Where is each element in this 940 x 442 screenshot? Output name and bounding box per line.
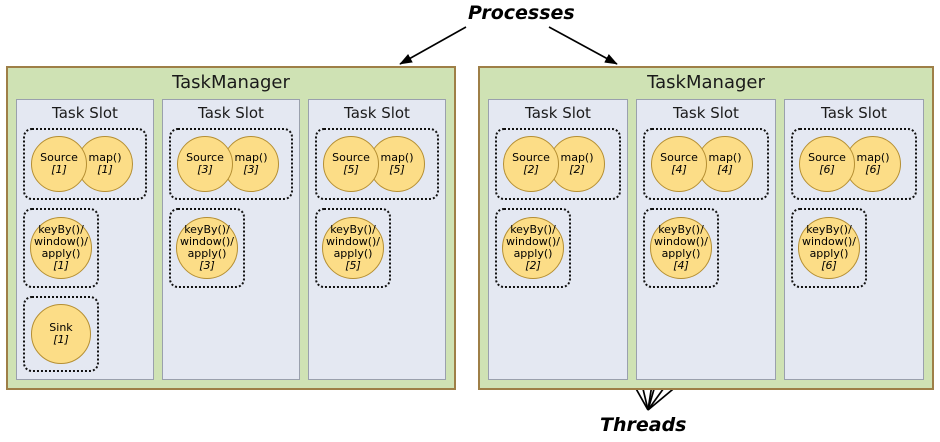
node-map[interactable]: map() [5]: [369, 136, 425, 192]
task-slot-4[interactable]: Task Slot Source [2] map() [2] keyBy()/ …: [488, 99, 628, 380]
taskmanager-title: TaskManager: [647, 72, 765, 93]
taskmanager-title: TaskManager: [172, 72, 290, 93]
taskmanager-left[interactable]: TaskManager Task Slot Source [1] map() […: [6, 66, 456, 390]
node-label-line2: window()/: [801, 234, 857, 248]
task-slot-6[interactable]: Task Slot Source [6] map() [6] keyBy()/ …: [784, 99, 924, 380]
node-subtask-index: [3]: [243, 163, 259, 176]
node-subtask-index: [6]: [819, 163, 835, 176]
node-label: map(): [708, 150, 742, 164]
node-label-line1: keyBy()/: [658, 222, 704, 236]
task-slot-title: Task Slot: [821, 104, 887, 122]
task-slot-title: Task Slot: [198, 104, 264, 122]
task-slot-2[interactable]: Task Slot Source [3] map() [3] keyBy()/ …: [162, 99, 300, 380]
node-label: Source: [40, 150, 78, 164]
task-box-source-map[interactable]: Source [1] map() [1]: [23, 128, 147, 200]
node-label: Source: [332, 150, 370, 164]
node-subtask-index: [3]: [199, 259, 215, 273]
node-sink[interactable]: Sink [1]: [31, 304, 91, 364]
task-slot-title: Task Slot: [673, 104, 739, 122]
taskmanager-right[interactable]: TaskManager Task Slot Source [2] map() […: [478, 66, 934, 390]
node-source[interactable]: Source [1]: [31, 136, 87, 192]
node-label-line3: apply(): [41, 247, 81, 260]
task-slot-title: Task Slot: [52, 104, 118, 122]
node-subtask-index: [4]: [671, 163, 687, 176]
node-subtask-index: [5]: [343, 163, 359, 176]
node-label: Source: [186, 150, 224, 164]
node-label-line3: apply(): [809, 247, 849, 260]
task-box-source-map[interactable]: Source [2] map() [2]: [495, 128, 621, 200]
node-subtask-index: [4]: [673, 259, 689, 273]
task-box-keyby-window-apply[interactable]: keyBy()/ window()/ apply() [3]: [169, 208, 245, 288]
node-label-line2: window()/: [33, 234, 89, 248]
task-box-keyby-window-apply[interactable]: keyBy()/ window()/ apply() [5]: [315, 208, 391, 288]
node-subtask-index: [3]: [197, 163, 213, 176]
node-subtask-index: [1]: [53, 333, 69, 346]
node-subtask-index: [2]: [523, 163, 539, 176]
node-keyby-window-apply[interactable]: keyBy()/ window()/ apply() [5]: [322, 217, 384, 279]
node-label-line3: apply(): [333, 247, 373, 260]
node-keyby-window-apply[interactable]: keyBy()/ window()/ apply() [3]: [176, 217, 238, 279]
node-source[interactable]: Source [4]: [651, 136, 707, 192]
task-box-source-map[interactable]: Source [4] map() [4]: [643, 128, 769, 200]
node-label: Source: [808, 150, 846, 164]
task-box-source-map[interactable]: Source [6] map() [6]: [791, 128, 917, 200]
node-keyby-window-apply[interactable]: keyBy()/ window()/ apply() [6]: [798, 217, 860, 279]
task-slot-title: Task Slot: [525, 104, 591, 122]
node-label-line1: keyBy()/: [38, 222, 84, 236]
task-slot-5[interactable]: Task Slot Source [4] map() [4] keyBy()/ …: [636, 99, 776, 380]
node-source[interactable]: Source [6]: [799, 136, 855, 192]
node-label-line3: apply(): [513, 247, 553, 260]
task-slot-row: Task Slot Source [1] map() [1] keyBy()/ …: [16, 99, 446, 380]
node-label-line2: window()/: [179, 234, 235, 248]
task-box-sink[interactable]: Sink [1]: [23, 296, 99, 372]
node-label-line2: window()/: [653, 234, 709, 248]
node-label-line1: keyBy()/: [510, 222, 556, 236]
node-source[interactable]: Source [5]: [323, 136, 379, 192]
node-subtask-index: [1]: [53, 259, 69, 273]
node-label-line3: apply(): [661, 247, 701, 260]
node-label: map(): [856, 150, 890, 164]
node-label-line1: keyBy()/: [806, 222, 852, 236]
node-subtask-index: [6]: [865, 163, 881, 176]
processes-annotation-label: Processes: [468, 2, 575, 24]
node-subtask-index: [1]: [51, 163, 67, 176]
node-keyby-window-apply[interactable]: keyBy()/ window()/ apply() [1]: [30, 217, 92, 279]
processes-arrow-left: [399, 26, 467, 65]
node-keyby-window-apply[interactable]: keyBy()/ window()/ apply() [4]: [650, 217, 712, 279]
node-subtask-index: [6]: [821, 259, 837, 273]
node-label: map(): [88, 150, 122, 164]
node-label: map(): [380, 150, 414, 164]
node-label-line1: keyBy()/: [184, 222, 230, 236]
node-label: map(): [560, 150, 594, 164]
node-label: Sink: [49, 320, 73, 334]
task-box-source-map[interactable]: Source [3] map() [3]: [169, 128, 293, 200]
task-slot-row: Task Slot Source [2] map() [2] keyBy()/ …: [488, 99, 924, 380]
node-subtask-index: [1]: [97, 163, 113, 176]
node-label-line2: window()/: [325, 234, 381, 248]
task-box-keyby-window-apply[interactable]: keyBy()/ window()/ apply() [4]: [643, 208, 719, 288]
node-label-line3: apply(): [187, 247, 227, 260]
task-slot-title: Task Slot: [344, 104, 410, 122]
node-label: Source: [660, 150, 698, 164]
task-slot-1[interactable]: Task Slot Source [1] map() [1] keyBy()/ …: [16, 99, 154, 380]
node-subtask-index: [5]: [389, 163, 405, 176]
node-source[interactable]: Source [2]: [503, 136, 559, 192]
node-subtask-index: [4]: [717, 163, 733, 176]
node-label-line2: window()/: [505, 234, 561, 248]
node-label-line1: keyBy()/: [330, 222, 376, 236]
node-subtask-index: [2]: [569, 163, 585, 176]
task-slot-3[interactable]: Task Slot Source [5] map() [5] keyBy()/ …: [308, 99, 446, 380]
task-box-keyby-window-apply[interactable]: keyBy()/ window()/ apply() [6]: [791, 208, 867, 288]
node-subtask-index: [5]: [345, 259, 361, 273]
node-label: Source: [512, 150, 550, 164]
task-box-source-map[interactable]: Source [5] map() [5]: [315, 128, 439, 200]
node-label: map(): [234, 150, 268, 164]
processes-arrow-right: [548, 26, 618, 65]
node-subtask-index: [2]: [525, 259, 541, 273]
node-source[interactable]: Source [3]: [177, 136, 233, 192]
task-box-keyby-window-apply[interactable]: keyBy()/ window()/ apply() [1]: [23, 208, 99, 288]
node-keyby-window-apply[interactable]: keyBy()/ window()/ apply() [2]: [502, 217, 564, 279]
threads-annotation-label: Threads: [600, 414, 687, 436]
task-box-keyby-window-apply[interactable]: keyBy()/ window()/ apply() [2]: [495, 208, 571, 288]
